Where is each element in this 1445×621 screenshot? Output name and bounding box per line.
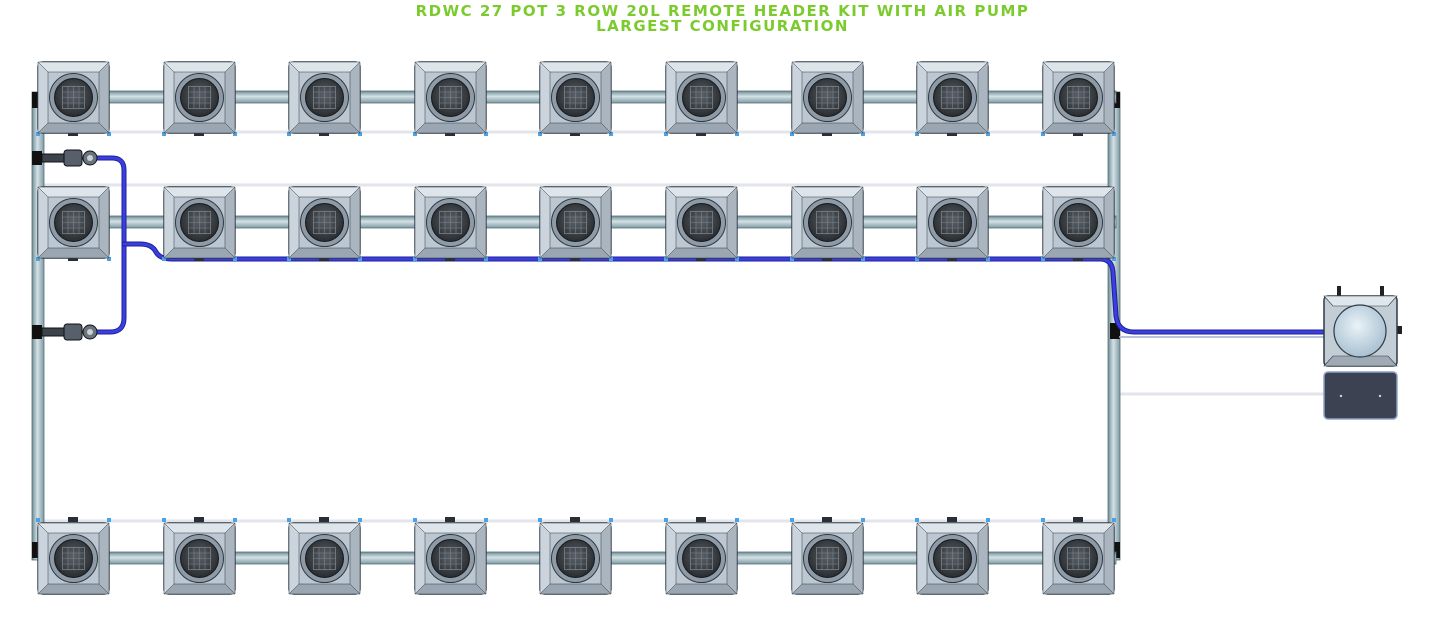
row-pipes <box>39 90 1117 565</box>
remote-header-tank[interactable] <box>1323 286 1402 367</box>
diagram-title-line-1: RDWC 27 POT 3 ROW 20L REMOTE HEADER KIT … <box>415 2 1030 20</box>
pot-r2-c9[interactable] <box>1041 186 1116 261</box>
pot-r2-c8[interactable] <box>915 186 990 261</box>
main-pipes <box>31 91 1121 561</box>
pot-r1-c4[interactable] <box>413 61 488 136</box>
pot-r1-c5[interactable] <box>538 61 613 136</box>
header-lid-icon <box>1333 304 1387 358</box>
air-line <box>92 155 1329 338</box>
pump-tee-fitting <box>1110 323 1120 339</box>
air-pump[interactable] <box>1323 371 1398 420</box>
pot-r3-c2[interactable] <box>162 517 237 595</box>
pot-r3-c3[interactable] <box>287 517 362 595</box>
pot-r2-c3[interactable] <box>287 186 362 261</box>
pot-r1-c3[interactable] <box>287 61 362 136</box>
pot-r2-c2[interactable] <box>162 186 237 261</box>
pot-r1-c9[interactable] <box>1041 61 1116 136</box>
pot-r1-c6[interactable] <box>664 61 739 136</box>
pot-r1-c8[interactable] <box>915 61 990 136</box>
diagram-title-line-2: LARGEST CONFIGURATION <box>596 17 849 35</box>
pot-r2-c5[interactable] <box>538 186 613 261</box>
pot-r2-c1[interactable] <box>36 186 111 261</box>
pot-r1-c1[interactable] <box>36 61 111 136</box>
air-valve-bottom[interactable] <box>32 323 98 341</box>
pot-r1-c7[interactable] <box>790 61 865 136</box>
pot-r1-c2[interactable] <box>162 61 237 136</box>
pots-layer <box>36 61 1116 595</box>
pot-r2-c4[interactable] <box>413 186 488 261</box>
pot-r3-c5[interactable] <box>538 517 613 595</box>
pot-r3-c1[interactable] <box>36 517 111 595</box>
pot-r2-c6[interactable] <box>664 186 739 261</box>
pot-r2-c7[interactable] <box>790 186 865 261</box>
pot-r3-c7[interactable] <box>790 517 865 595</box>
pot-r3-c8[interactable] <box>915 517 990 595</box>
pot-r3-c9[interactable] <box>1041 517 1116 595</box>
air-valve-top[interactable] <box>32 149 98 167</box>
pot-r3-c4[interactable] <box>413 517 488 595</box>
pot-r3-c6[interactable] <box>664 517 739 595</box>
